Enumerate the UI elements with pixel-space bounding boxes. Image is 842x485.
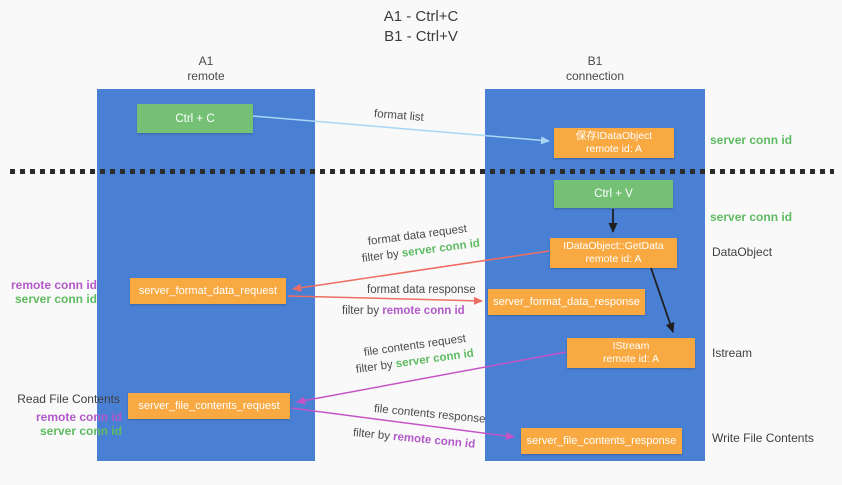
node-file-contents-request: server_file_contents_request: [128, 393, 290, 419]
node-getdata: IDataObject::GetData remote id: A: [550, 238, 677, 268]
label-write-file-contents: Write File Contents: [712, 431, 814, 445]
arrow-filter-file-contents-response: filter by remote conn id: [352, 427, 475, 451]
label-conn-id-pair-1: remote conn id server conn id: [0, 278, 97, 306]
node-ctrl-c-label: Ctrl + C: [175, 112, 215, 125]
label-read-file-contents: Read File Contents: [17, 392, 120, 406]
node-getdata-line2: remote id: A: [585, 253, 642, 265]
node-ctrl-c: Ctrl + C: [137, 104, 253, 133]
node-format-data-request: server_format_data_request: [130, 278, 286, 304]
label-server-conn-id-left-2: server conn id: [39, 424, 122, 438]
node-file-contents-response: server_file_contents_response: [521, 428, 682, 454]
filter-prefix: filter by: [355, 358, 397, 376]
filter-prefix: filter by: [352, 427, 394, 443]
column-header-b1: B1 connection: [485, 54, 705, 84]
column-b1-name: connection: [565, 69, 625, 83]
arrow-label-format-list: format list: [373, 108, 425, 124]
node-istream: IStream remote id: A: [567, 338, 695, 368]
arrow-filter-format-data-response: filter by remote conn id: [342, 305, 465, 317]
filter-key-remote-conn-id: remote conn id: [382, 305, 465, 317]
column-a1-id: A1: [198, 54, 214, 68]
node-ctrl-v: Ctrl + V: [554, 180, 673, 208]
filter-prefix: filter by: [361, 247, 403, 265]
filter-key-remote-conn-id: remote conn id: [392, 430, 476, 451]
node-ctrl-v-label: Ctrl + V: [594, 188, 633, 200]
arrow-label-file-contents-response: file contents response: [373, 403, 486, 426]
node-file-contents-response-label: server_file_contents_response: [526, 435, 677, 447]
node-format-data-response-label: server_format_data_response: [493, 296, 640, 308]
arrow-label-format-data-response: format data response: [367, 284, 476, 296]
column-b1-id: B1: [587, 54, 603, 68]
column-a1-name: remote: [187, 69, 225, 83]
node-file-contents-request-label: server_file_contents_request: [138, 400, 280, 412]
label-remote-conn-id-1: remote conn id: [10, 278, 97, 292]
title-line-1: A1 - Ctrl+C: [383, 8, 459, 25]
diagram-title: A1 - Ctrl+C B1 - Ctrl+V: [0, 7, 842, 47]
label-server-conn-id-left-1: server conn id: [14, 292, 97, 306]
node-save-dataobject-line2: remote id: A: [585, 143, 643, 155]
node-format-data-response: server_format_data_response: [488, 289, 645, 315]
label-conn-id-pair-2: remote conn id server conn id: [0, 410, 122, 438]
title-line-2: B1 - Ctrl+V: [384, 28, 458, 45]
arrow-format-data-response: [287, 295, 483, 305]
column-header-a1: A1 remote: [97, 54, 315, 84]
node-save-dataobject-line1: 保存IDataObject: [575, 130, 653, 142]
node-save-dataobject: 保存IDataObject remote id: A: [554, 128, 674, 158]
filter-prefix: filter by: [342, 305, 383, 317]
node-getdata-line1: IDataObject::GetData: [563, 240, 664, 252]
dashed-divider-line: [10, 169, 834, 174]
node-istream-line1: IStream: [612, 340, 650, 352]
label-remote-conn-id-2: remote conn id: [35, 410, 122, 424]
node-format-data-request-label: server_format_data_request: [138, 285, 278, 297]
node-istream-line2: remote id: A: [602, 353, 660, 365]
label-dataobject: DataObject: [712, 245, 773, 259]
label-server-conn-id-top: server conn id: [710, 133, 793, 147]
label-istream: Istream: [712, 346, 753, 360]
label-server-conn-id-mid: server conn id: [710, 210, 793, 224]
